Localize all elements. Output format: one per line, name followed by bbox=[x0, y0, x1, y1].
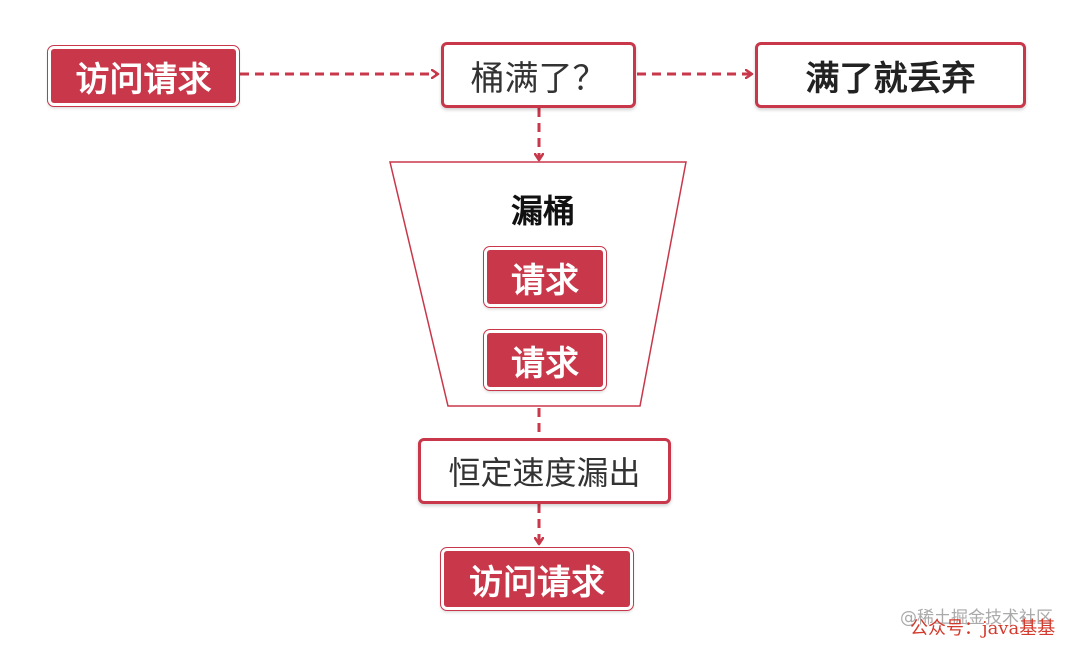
funnel-request-2-label: 请求 bbox=[511, 343, 579, 384]
request-output-box: 访问请求 bbox=[440, 547, 634, 611]
decision-box: 桶满了？ bbox=[441, 42, 636, 108]
request-input-label: 访问请求 bbox=[75, 59, 212, 100]
request-input-box: 访问请求 bbox=[47, 45, 240, 107]
juejin-watermark: @稀土掘金技术社区 bbox=[900, 608, 1053, 628]
decision-label: 桶满了？ bbox=[470, 58, 607, 99]
discard-box: 满了就丢弃 bbox=[755, 42, 1026, 108]
wechat-watermark: 公众号：java基基 bbox=[910, 618, 1056, 639]
discard-label: 满了就丢弃 bbox=[805, 58, 976, 99]
leak-label: 恒定速度漏出 bbox=[448, 454, 641, 492]
funnel-request-1: 请求 bbox=[483, 246, 607, 308]
funnel-request-2: 请求 bbox=[483, 329, 607, 391]
funnel-title: 漏桶 bbox=[510, 192, 575, 230]
funnel-request-1-label: 请求 bbox=[511, 260, 579, 301]
leak-box: 恒定速度漏出 bbox=[418, 438, 671, 504]
request-output-label: 访问请求 bbox=[469, 562, 605, 603]
